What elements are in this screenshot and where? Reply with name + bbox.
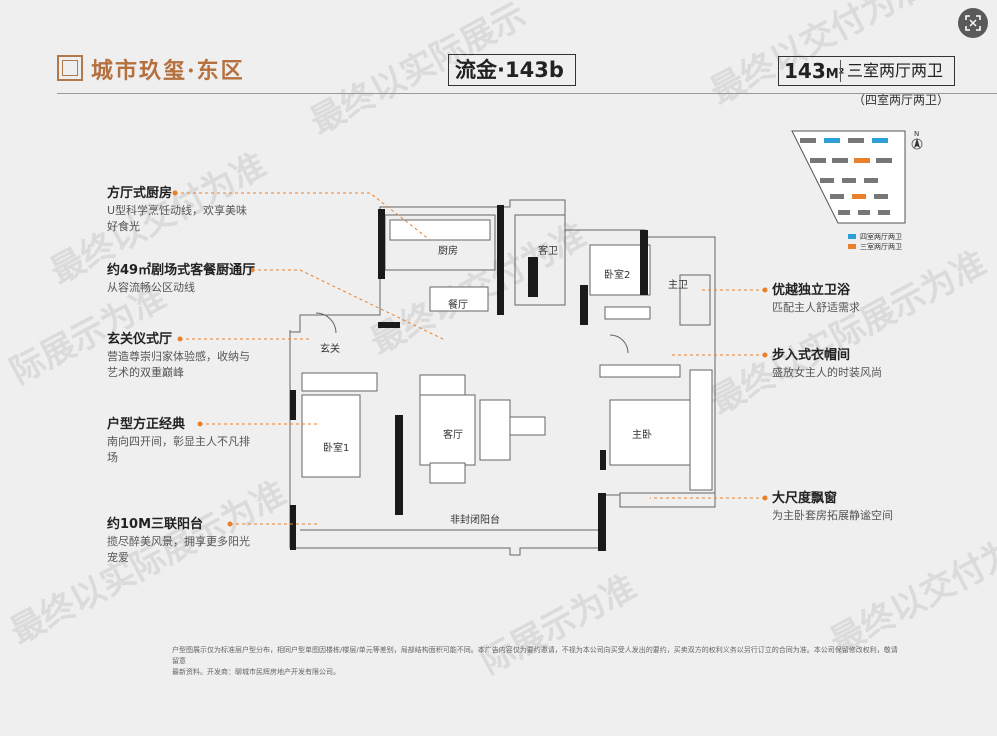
room-bedroom2: 卧室2	[604, 268, 630, 281]
feature-kitchen: 方厅式厨房 U型科学烹饪动线，欢享美味 好食光	[107, 186, 248, 233]
brand-name: 城市玖玺·东区	[91, 58, 245, 84]
feature-layout: 户型方正经典 南向四开间，彰显主人不凡排 场	[107, 417, 250, 464]
feature-living-dining: 约49㎡剧场式客餐厨通厅 从容流畅公区动线	[107, 263, 256, 294]
disclaimer-line1: 户型图展示仅为标准层户型分布，相同户型单图因楼栋/楼层/单元等差别，局部结构面积…	[172, 646, 898, 665]
area-unit: M²	[825, 67, 845, 82]
expand-icon	[965, 15, 981, 31]
brand-logo-icon	[57, 55, 83, 81]
site-map: N 四室两厅两卫 三室两厅两卫	[791, 130, 923, 251]
area-number: 143	[784, 59, 826, 83]
room-master: 主卧	[632, 428, 652, 441]
disclaimer: 户型图展示仅为标准层户型分布，相同户型单图因楼栋/楼层/单元等差别，局部结构面积…	[172, 645, 902, 678]
room-foyer: 玄关	[320, 342, 340, 355]
legend-three-room: 三室两厅两卫	[860, 242, 902, 251]
north-label: N	[914, 130, 919, 138]
alt-layout: （四室两厅两卫）	[853, 93, 950, 107]
north-arrow-icon: N	[911, 130, 923, 150]
area-value: 143M²	[784, 57, 844, 89]
feature-balcony: 约10M三联阳台 揽尽醉美风景，拥享更多阳光 宠爱	[107, 517, 250, 564]
site-buildings	[800, 138, 892, 215]
plan-name: 流金·143b	[455, 58, 564, 82]
header-divider	[57, 93, 997, 94]
area-separator	[840, 60, 841, 82]
plan-name-frame	[448, 54, 576, 86]
layout-type: 三室两厅两卫	[847, 61, 944, 80]
area-frame	[778, 56, 955, 86]
disclaimer-line2: 最新资料。开发商：聊城市民辉房地产开发有限公司。	[172, 668, 340, 676]
legend-four-room: 四室两厅两卫	[860, 232, 902, 241]
fullscreen-toggle-button[interactable]	[958, 8, 988, 38]
feature-bay-window: 大尺度飘窗 为主卧套房拓展静谧空间	[772, 491, 893, 522]
feature-foyer: 玄关仪式厅 营造尊崇归家体验感，收纳与 艺术的双重巅峰	[107, 332, 250, 379]
feature-walk-in-closet: 步入式衣帽间 盛放女主人的时装风尚	[772, 348, 882, 379]
floor-plan: 厨房 客卫 卧室2 主卫 餐厅 玄关 客厅 卧室1 主卧 非封闭阳台	[289, 199, 716, 556]
legend-swatch-four-room	[848, 234, 856, 239]
feature-master-bath: 优越独立卫浴 匹配主人舒适需求	[772, 283, 860, 314]
room-dining: 餐厅	[448, 298, 468, 311]
room-guest-bath: 客卫	[538, 244, 558, 257]
legend-swatch-three-room	[848, 244, 856, 249]
room-master-bath: 主卫	[668, 279, 688, 291]
room-bedroom1: 卧室1	[323, 441, 349, 454]
room-living: 客厅	[443, 428, 463, 441]
floor-plan-walls	[290, 205, 648, 551]
room-kitchen: 厨房	[438, 244, 458, 257]
room-balcony: 非封闭阳台	[450, 513, 500, 526]
